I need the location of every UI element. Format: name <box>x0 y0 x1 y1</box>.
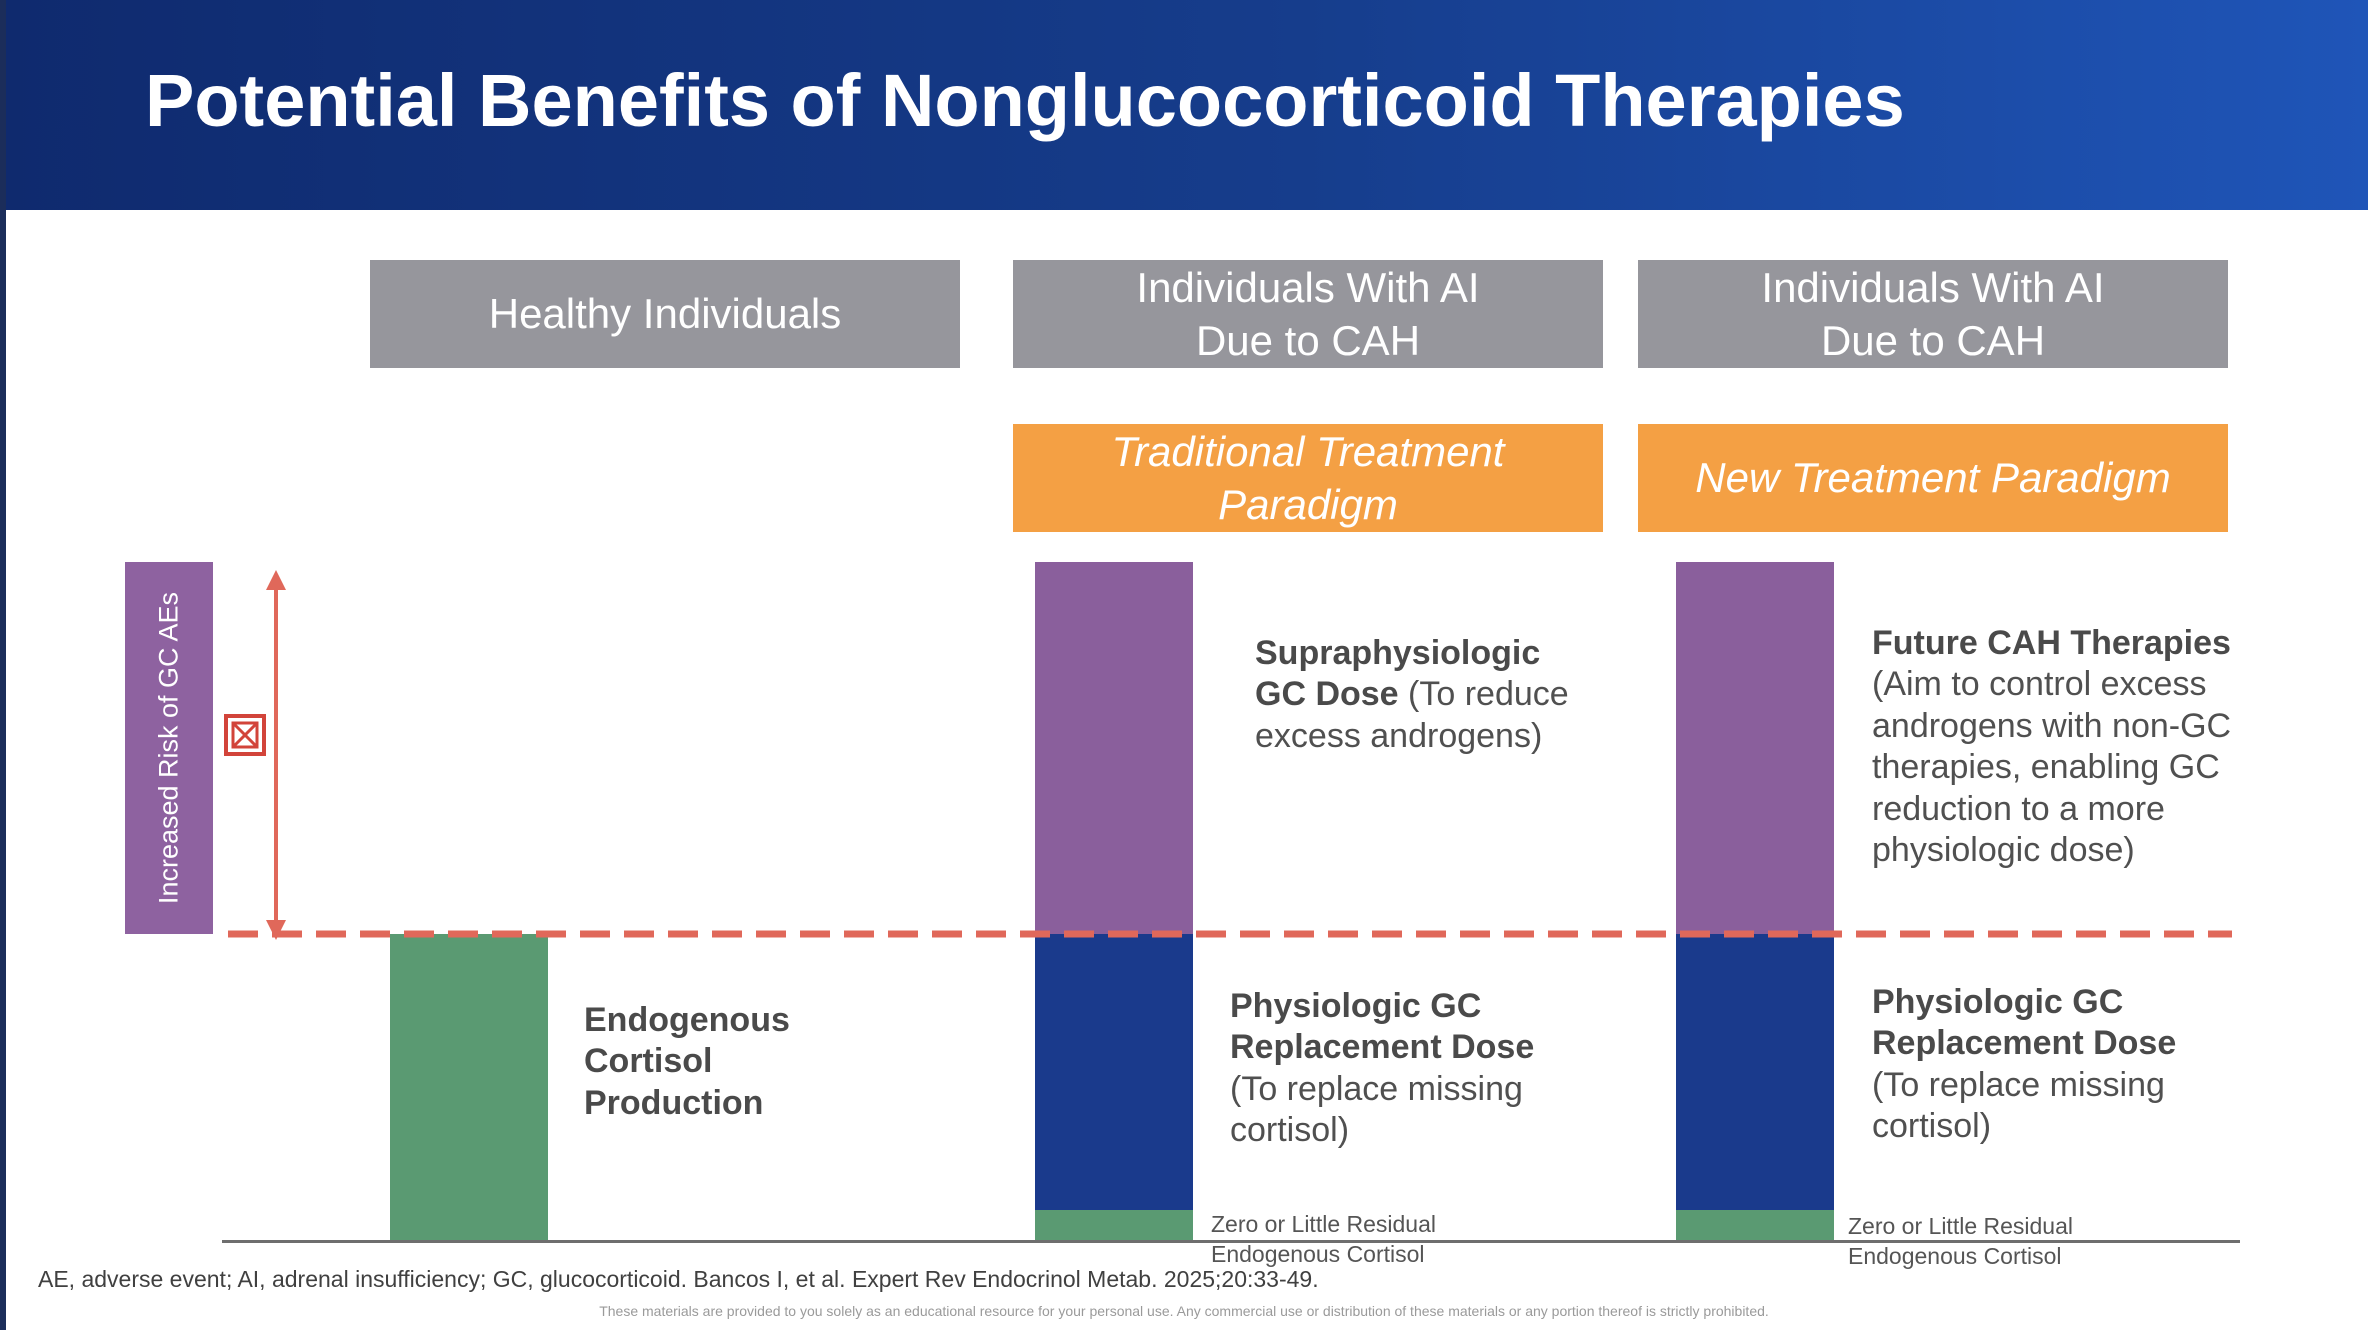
label-text: (To replace missing <box>1872 1065 2165 1104</box>
label-bold: Supraphysiologic <box>1255 634 1541 672</box>
label-bold: GC Dose <box>1255 675 1399 714</box>
double-arrow-icon <box>266 570 286 940</box>
risk-bar <box>125 562 213 934</box>
label-bold: Future CAH Therapies <box>1872 624 2231 662</box>
left-edge <box>0 0 6 1330</box>
x-box-icon <box>224 714 266 756</box>
header-line1: Individuals With AI <box>1761 263 2105 311</box>
bar-physiologic <box>1676 934 1834 1210</box>
risk-label: Increased Risk of GC AEs <box>153 591 184 905</box>
paradigm-line2: Paradigm <box>1218 481 1398 528</box>
label-text: cortisol) <box>1230 1111 1350 1150</box>
label-line: Cortisol <box>584 1042 713 1081</box>
label-bold: Physiologic GC <box>1872 983 2124 1021</box>
label-line: Endogenous <box>584 1001 790 1039</box>
paradigm-line1: Traditional Treatment <box>1111 427 1505 475</box>
label-text: therapies, enabling GC <box>1872 748 2220 787</box>
label-endogenous: Endogenous Cortisol Production <box>584 1000 790 1124</box>
threshold-line <box>228 930 2232 938</box>
label-residual-new: Zero or Little Residual Endogenous Corti… <box>1848 1212 2073 1272</box>
footnote: AE, adverse event; AI, adrenal insuffici… <box>38 1266 1319 1292</box>
bar-endogenous <box>390 934 548 1240</box>
header-healthy-text: Healthy Individuals <box>488 290 842 338</box>
label-text: androgens with non-GC <box>1872 706 2232 745</box>
paradigm-traditional: Traditional Treatment Paradigm <box>1013 424 1603 532</box>
slide-title: Potential Benefits of Nonglucocorticoid … <box>145 59 1905 142</box>
header-line1: Individuals With AI <box>1136 263 1480 311</box>
label-text: (To replace missing <box>1230 1069 1523 1108</box>
label-text: (Aim to control excess <box>1872 665 2207 704</box>
title-banner <box>0 0 2368 210</box>
label-text: Zero or Little Residual <box>1211 1211 1436 1237</box>
label-bold: Replacement Dose <box>1872 1024 2177 1063</box>
label-text: reduction to a more <box>1872 789 2165 828</box>
bar-supraphysiologic <box>1676 562 1834 934</box>
label-bold: Replacement Dose <box>1230 1028 1535 1067</box>
label-residual-traditional: Zero or Little Residual Endogenous Corti… <box>1211 1210 1436 1270</box>
label-text: cortisol) <box>1872 1107 1992 1146</box>
label-future-therapies: Future CAH Therapies (Aim to control exc… <box>1872 623 2231 872</box>
label-supraphysiologic: Supraphysiologic GC Dose (To reduce exce… <box>1255 633 1569 757</box>
label-text: Zero or Little Residual <box>1848 1213 2073 1239</box>
paradigm-new-text: New Treatment Paradigm <box>1695 454 2171 502</box>
label-text: Endogenous Cortisol <box>1211 1240 1425 1267</box>
header-line2: Due to CAH <box>1820 317 2046 364</box>
label-text: (To reduce <box>1398 675 1569 714</box>
label-line: Production <box>584 1083 764 1122</box>
label-text: physiologic dose) <box>1872 831 2135 870</box>
header-healthy: Healthy Individuals <box>370 260 960 368</box>
header-ai-new: Individuals With AI Due to CAH <box>1638 260 2228 368</box>
bar-residual <box>1676 1210 1834 1240</box>
bar-physiologic <box>1035 934 1193 1210</box>
baseline <box>222 1240 2240 1243</box>
paradigm-new: New Treatment Paradigm <box>1638 424 2228 532</box>
label-bold: Physiologic GC <box>1230 987 1482 1025</box>
label-text: excess androgens) <box>1255 716 1543 755</box>
label-text: Endogenous Cortisol <box>1848 1242 2062 1269</box>
label-physiologic-new: Physiologic GC Replacement Dose (To repl… <box>1872 982 2176 1148</box>
header-ai-traditional: Individuals With AI Due to CAH <box>1013 260 1603 368</box>
bar-residual <box>1035 1210 1193 1240</box>
header-line2: Due to CAH <box>1195 317 1421 364</box>
disclaimer: These materials are provided to you sole… <box>599 1303 1769 1319</box>
bar-supraphysiologic <box>1035 562 1193 934</box>
label-physiologic-traditional: Physiologic GC Replacement Dose (To repl… <box>1230 986 1534 1152</box>
